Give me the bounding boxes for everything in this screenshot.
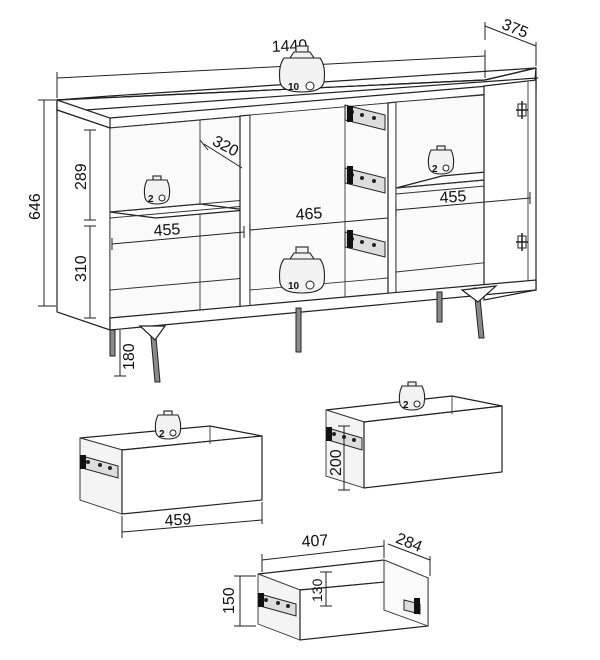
sideboard-bottom [109, 279, 537, 331]
load-label-top: 10 [288, 82, 300, 93]
divider-left [239, 114, 251, 308]
drawer-rail-icon [344, 166, 386, 194]
depth-label: 375 [499, 16, 530, 42]
weight-icon: 2 [143, 175, 171, 205]
drawer-c: 407 284 150 130 [221, 530, 431, 641]
leg [109, 329, 116, 357]
weight-icon: 2 [398, 381, 426, 411]
drawer-a: 459 [79, 425, 263, 538]
drawer-a-front [121, 435, 263, 515]
upper-gap-label: 289 [73, 163, 90, 190]
load-label-drawer-a: 2 [159, 429, 165, 440]
drawer-b-front [363, 405, 503, 489]
drawer-b-height-label: 200 [328, 449, 345, 476]
middle-compartment-label: 465 [295, 205, 323, 224]
legs [109, 285, 498, 383]
leg [436, 291, 443, 323]
weight-icon: 10 [278, 246, 326, 294]
right-compartment-label: 455 [439, 188, 467, 207]
drawer-rail-icon [80, 455, 119, 479]
weight-icon: 2 [154, 410, 182, 440]
drawer-c-width-label: 407 [301, 532, 329, 551]
weight-icon: 10 [278, 45, 326, 93]
drawer-a-width-label: 459 [164, 511, 192, 530]
drawer-rail-icon [344, 230, 386, 258]
hinge-icon [516, 233, 528, 251]
sideboard-left-side [56, 109, 111, 331]
drawer-c-height-label: 150 [221, 587, 238, 614]
left-compartment-label: 455 [153, 221, 181, 240]
drawer-c-inner-height-label: 130 [309, 578, 325, 602]
drawer-rail-icon [326, 427, 363, 451]
weight-icon: 2 [427, 145, 455, 175]
drawer-c-depth-label: 284 [393, 530, 424, 556]
leg [295, 307, 302, 353]
load-label-drawer-b: 2 [403, 400, 409, 411]
load-label-shelf-right: 2 [432, 164, 438, 175]
lower-gap-label: 310 [73, 255, 90, 282]
height-label: 646 [27, 193, 44, 220]
load-label-shelf-left: 2 [148, 194, 154, 205]
divider-right [387, 101, 397, 295]
leg-height-label: 180 [121, 343, 138, 370]
drawer-rail-icon [344, 104, 386, 131]
hinge-icon [516, 101, 528, 119]
load-label-bottom-middle: 10 [288, 281, 300, 292]
sideboard [56, 67, 539, 383]
drawer-rail-icon [403, 598, 421, 615]
drawer-rail-icon [258, 593, 297, 617]
